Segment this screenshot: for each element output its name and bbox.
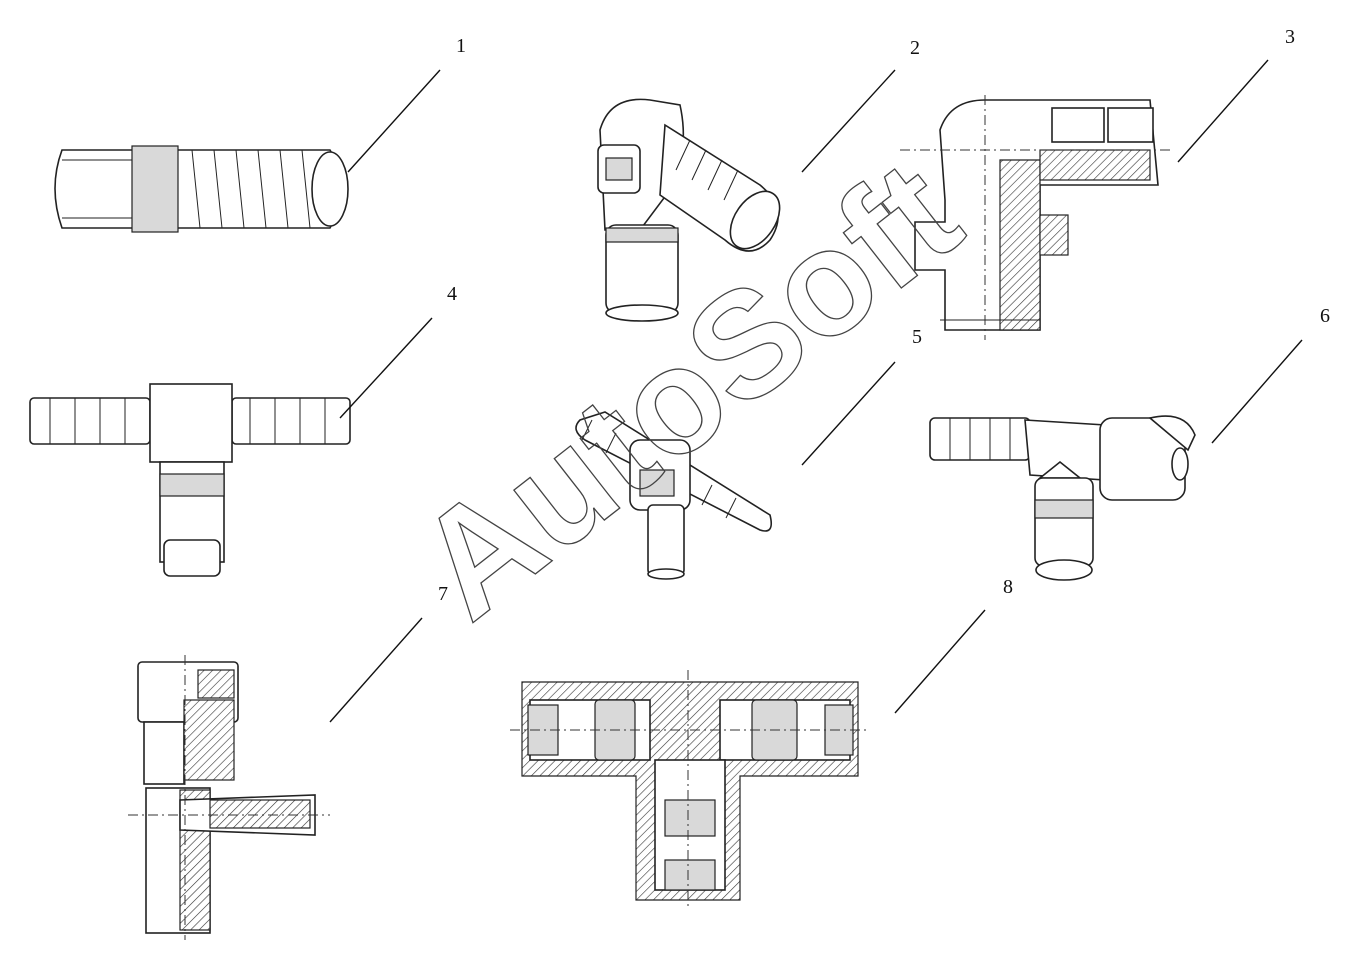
leader-lines (329, 59, 1303, 723)
rib-line (725, 497, 737, 519)
callout-7: 7 (438, 583, 448, 605)
callout-8: 8 (1003, 576, 1013, 598)
rib-line (235, 149, 245, 229)
leader-line-7 (329, 617, 423, 723)
leader-line-6 (1211, 339, 1303, 444)
rib-line (707, 159, 723, 191)
rib-line (191, 149, 201, 229)
rib-line (701, 484, 713, 506)
callout-2: 2 (910, 37, 920, 59)
leader-line-5 (801, 361, 896, 466)
callout-1: 1 (456, 35, 466, 57)
callout-5: 5 (912, 326, 922, 348)
callout-numbers: 1 2 3 4 5 6 7 8 (438, 26, 1330, 605)
rib-line (691, 149, 707, 181)
leader-line-4 (339, 317, 433, 419)
rib-line (675, 139, 691, 171)
tee-connector-3d-icon (575, 411, 773, 580)
rib-line (257, 149, 267, 229)
rib-line (279, 149, 289, 229)
rib-line (301, 149, 311, 229)
rib-line (213, 149, 223, 229)
elbow-fitting-section-icon (900, 95, 1170, 340)
rib-line (605, 432, 617, 454)
callout-4: 4 (447, 283, 457, 305)
rib-line (581, 419, 593, 441)
rib-line (723, 169, 739, 201)
tee-connector-icon (29, 383, 351, 577)
leader-line-1 (347, 69, 441, 173)
leader-line-2 (801, 69, 896, 173)
leader-line-8 (894, 609, 986, 714)
tee-fitting-section-icon (510, 670, 870, 910)
straight-ribbed-connector-icon (54, 145, 349, 233)
tee-connector-cap-icon (929, 415, 1196, 581)
leader-line-3 (1177, 59, 1269, 163)
elbow-hose-connector-icon (597, 98, 781, 322)
callout-6: 6 (1320, 305, 1330, 327)
callout-3: 3 (1285, 26, 1295, 48)
angle-fitting-section-icon (128, 655, 330, 940)
